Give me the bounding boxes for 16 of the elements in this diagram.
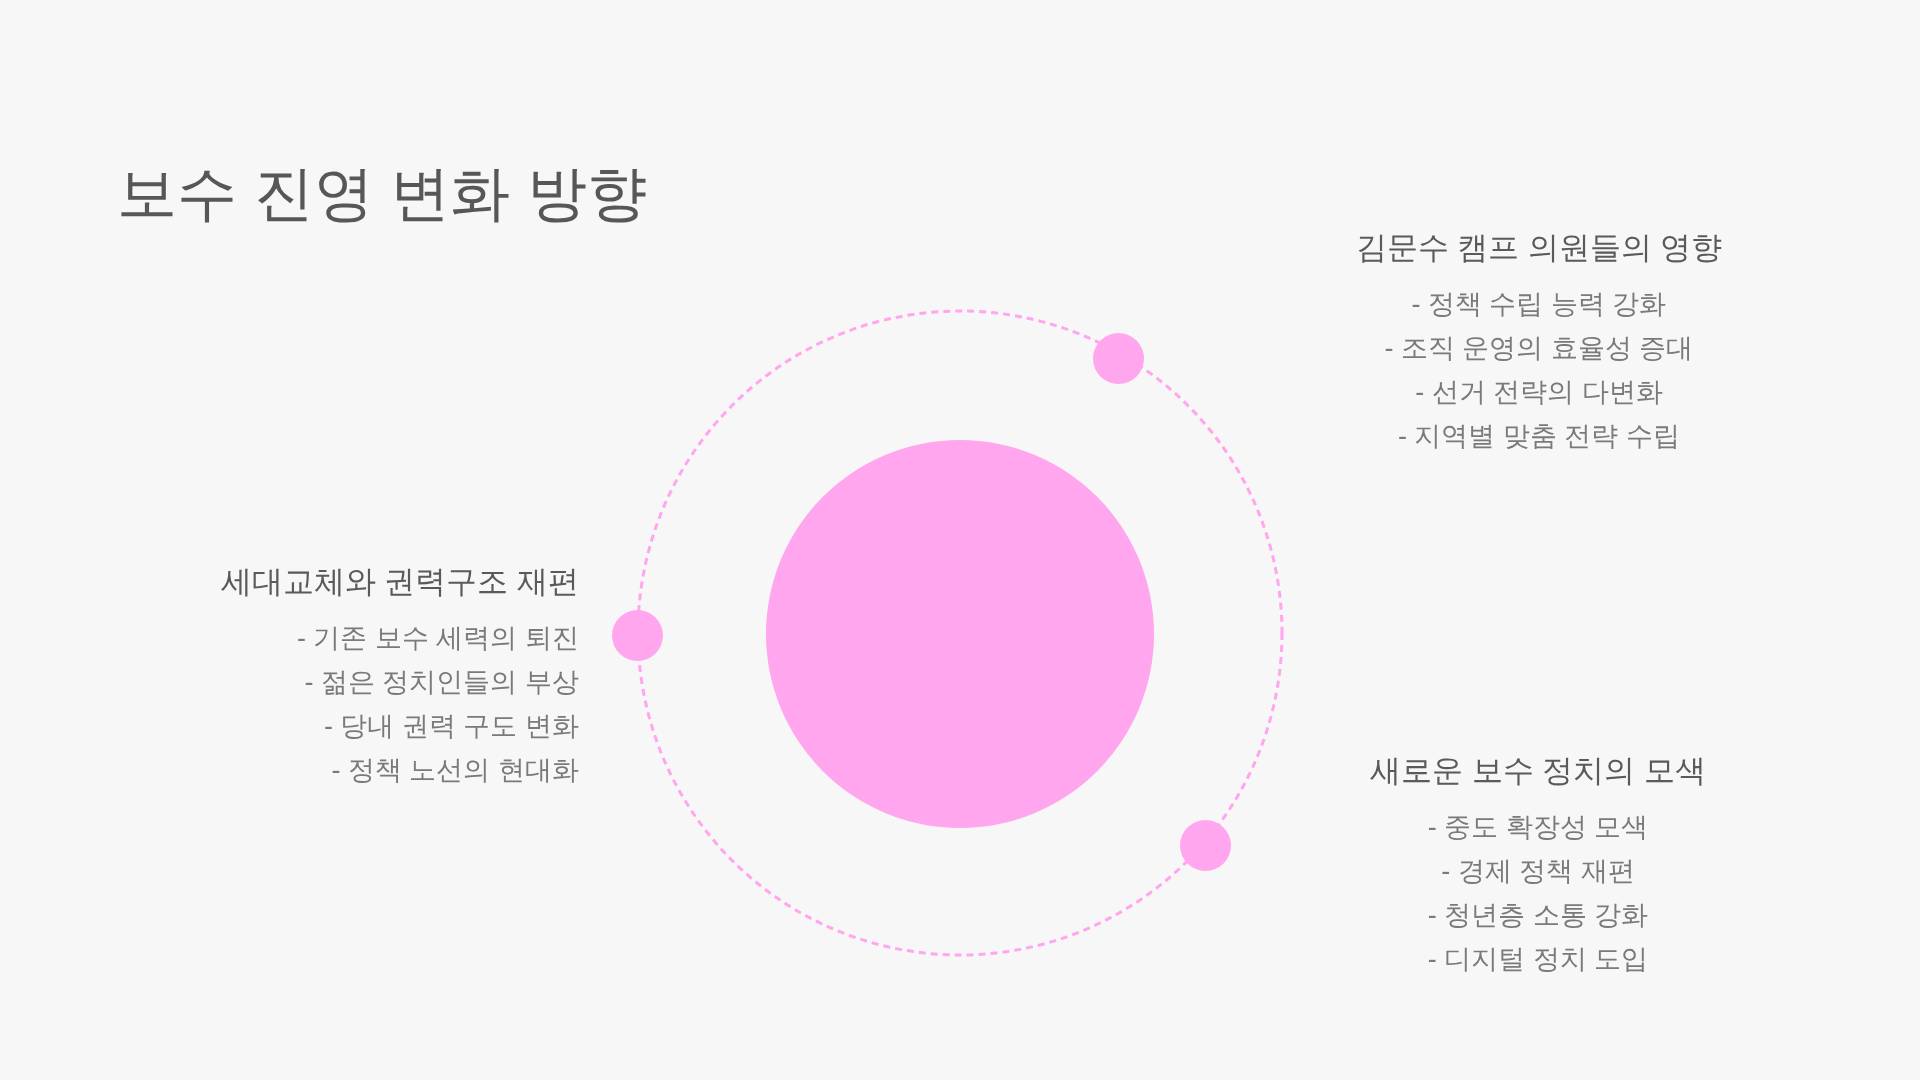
list-item: - 선거 전략의 다변화 (1415, 376, 1663, 409)
list-item: - 젊은 정치인들의 부상 (304, 666, 579, 699)
list-item: - 중도 확장성 모색 (1427, 811, 1649, 844)
list-item: - 청년층 소통 강화 (1427, 899, 1649, 932)
list-item: - 디지털 정치 도입 (1427, 943, 1649, 976)
slide-title: 보수 진영 변화 방향 (117, 159, 647, 229)
section-heading: 새로운 보수 정치의 모색 (1370, 752, 1706, 790)
list-item: - 당내 권력 구도 변화 (324, 710, 579, 743)
list-item: - 경제 정책 재편 (1441, 855, 1635, 888)
list-item: - 조직 운영의 효율성 증대 (1384, 332, 1694, 365)
list-item: - 정책 노선의 현대화 (331, 754, 579, 787)
section-heading: 김문수 캠프 의원들의 영향 (1355, 229, 1723, 267)
list-item: - 기존 보수 세력의 퇴진 (297, 622, 579, 655)
list-item: - 지역별 맞춤 전략 수립 (1398, 420, 1680, 453)
section-heading: 세대교체와 권력구조 재편 (220, 563, 579, 601)
list-item: - 정책 수립 능력 강화 (1411, 288, 1667, 321)
